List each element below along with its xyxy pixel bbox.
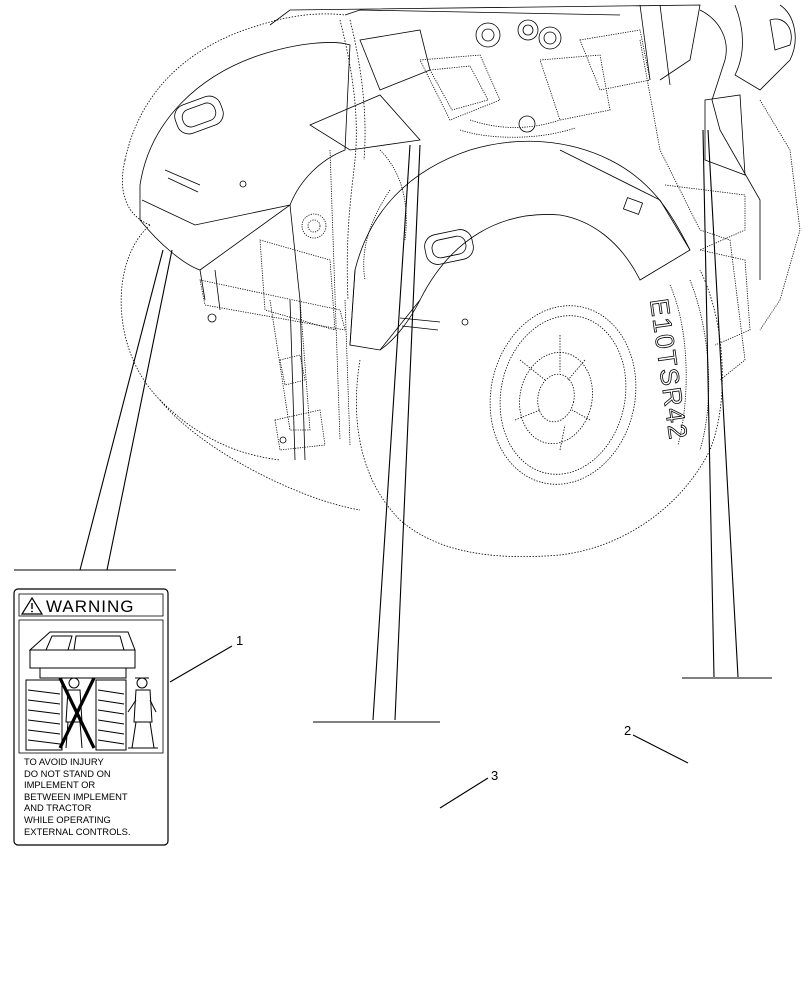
warning-line: WHILE OPERATING [24,813,111,825]
warning-line: BETWEEN IMPLEMENT [24,790,128,802]
callout-number-3: 3 [491,768,498,783]
warning-line: TO AVOID INJURY [24,756,104,767]
left-fender [139,42,351,271]
left-fender-outline [124,13,346,161]
right-fender [349,140,691,351]
warning-line: EXTERNAL CONTROLS. [24,825,131,837]
warning-title: WARNING [46,597,135,616]
warning-message: TO AVOID INJURY DO NOT STAND ON IMPLEMEN… [24,756,164,837]
leader-decal-1 [14,249,176,571]
cab-structure [269,4,701,81]
left-work-light [174,95,224,135]
right-work-light [424,229,474,265]
stand-clear-pictogram [25,631,158,751]
cab-right-side [699,9,761,280]
rear-wheel-rim [489,305,637,485]
leader-decal-2 [682,129,772,679]
rear-tire-outline [356,269,723,558]
callout-number-1: 1 [236,633,243,648]
warning-triangle-icon [20,596,44,615]
leader-decal-3 [313,144,440,723]
warning-line: DO NOT STAND ON [24,767,111,779]
tractor-illustration [120,4,801,558]
warning-line: AND TRACTOR [24,802,92,814]
leader-lines [14,129,772,809]
decal-warning: WARNING [13,588,169,846]
left-wheel-outline [120,224,281,461]
three-point-linkage [199,213,346,451]
warning-line: IMPLEMENT OR [24,779,96,791]
callout-number-2: 2 [624,723,631,738]
